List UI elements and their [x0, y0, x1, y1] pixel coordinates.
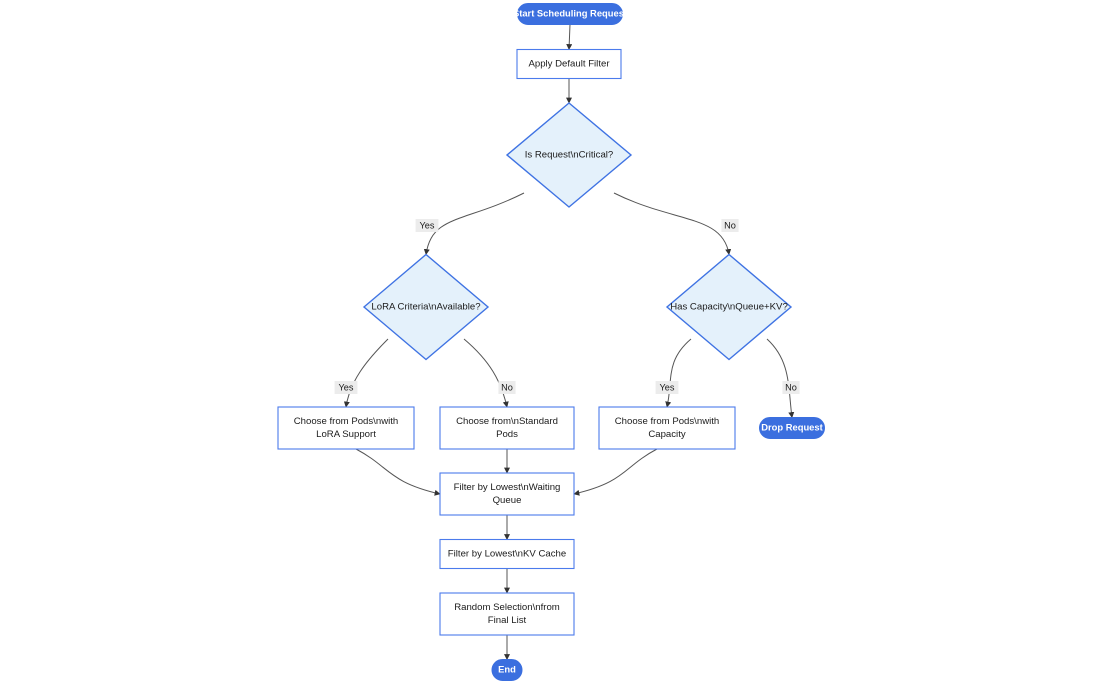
node-label-end: End	[498, 663, 516, 674]
edge-label-text: No	[724, 220, 736, 230]
node-lora_criteria_available[interactable]: LoRA Criteria\nAvailable?	[362, 253, 490, 361]
edge-label-e8: No	[782, 381, 800, 394]
edge-label-bg	[498, 381, 516, 394]
node-label-choose_standard_pods: Pods	[496, 429, 518, 440]
node-start[interactable]: Start Scheduling Request	[513, 3, 627, 25]
node-shape-rect	[516, 48, 622, 80]
node-label-filter_kv_cache: Filter by Lowest\nKV Cache	[448, 549, 566, 560]
edge-lora_criteria_available-to-choose_lora_pods	[343, 338, 389, 408]
node-filter_kv_cache[interactable]: Filter by Lowest\nKV Cache	[439, 538, 575, 570]
node-shape-rect	[439, 538, 575, 570]
node-shape-pill	[491, 659, 523, 681]
node-label-start: Start Scheduling Request	[513, 7, 627, 18]
edge-label-text: Yes	[339, 382, 354, 392]
edges-layer	[343, 24, 795, 661]
node-shape-rect	[439, 472, 575, 516]
node-label-drop_request: Drop Request	[761, 421, 822, 432]
node-label-lora_criteria_available: LoRA Criteria\nAvailable?	[371, 302, 480, 313]
edge-has_capacity-to-choose_capacity_pods	[665, 338, 692, 408]
node-drop_request[interactable]: Drop Request	[759, 417, 825, 439]
edge-label-bg	[655, 381, 679, 394]
node-label-choose_capacity_pods: Choose from Pods\nwith	[615, 416, 720, 427]
edge-choose_capacity_pods-to-filter_waiting_queue	[573, 448, 658, 496]
node-label-apply_default_filter: Apply Default Filter	[528, 59, 610, 70]
edge-label-e4: No	[721, 219, 739, 232]
node-shape-rect	[439, 406, 575, 450]
node-label-choose_capacity_pods: Capacity	[648, 429, 686, 440]
edge-label-bg	[334, 381, 358, 394]
edge-start-to-apply_default_filter	[566, 24, 573, 51]
node-shape-diamond	[505, 102, 633, 208]
node-shape-rect	[439, 592, 575, 636]
edge-label-e5: Yes	[334, 381, 358, 394]
node-shape-pill	[517, 3, 623, 25]
node-shape-diamond	[665, 253, 793, 361]
node-shape-rect	[598, 406, 736, 450]
node-label-choose_standard_pods: Choose from\nStandard	[456, 416, 558, 427]
node-end[interactable]: End	[491, 659, 523, 681]
edge-label-bg	[721, 219, 739, 232]
edge-label-e6: No	[498, 381, 516, 394]
node-label-filter_waiting_queue: Filter by Lowest\nWaiting	[454, 482, 561, 493]
node-is_request_critical[interactable]: Is Request\nCritical?	[505, 102, 633, 208]
edge-label-text: Yes	[420, 220, 435, 230]
edge-label-e7: Yes	[655, 381, 679, 394]
edge-label-text: No	[785, 382, 797, 392]
node-label-filter_waiting_queue: Queue	[493, 495, 522, 506]
node-has_capacity[interactable]: Has Capacity\nQueue+KV?	[665, 253, 793, 361]
edge-choose_lora_pods-to-filter_waiting_queue	[355, 448, 441, 496]
edge-has_capacity-to-drop_request	[766, 338, 795, 419]
node-apply_default_filter[interactable]: Apply Default Filter	[516, 48, 622, 80]
node-label-is_request_critical: Is Request\nCritical?	[525, 150, 614, 161]
edge-lora_criteria_available-to-choose_standard_pods	[463, 338, 509, 408]
node-shape-diamond	[362, 253, 490, 361]
node-label-choose_lora_pods: LoRA Support	[316, 429, 376, 440]
node-shape-pill	[759, 417, 825, 439]
edge-is_request_critical-to-lora_criteria_available	[423, 192, 525, 256]
edge-label-bg	[415, 219, 439, 232]
edge-is_request_critical-to-has_capacity	[613, 192, 732, 256]
node-shape-rect	[277, 406, 415, 450]
edge-label-text: Yes	[660, 382, 675, 392]
edge-label-bg	[782, 381, 800, 394]
edge-label-text: No	[501, 382, 513, 392]
edge-label-e3: Yes	[415, 219, 439, 232]
node-label-random_selection: Random Selection\nfrom	[454, 602, 560, 613]
node-label-has_capacity: Has Capacity\nQueue+KV?	[670, 302, 788, 313]
node-label-choose_lora_pods: Choose from Pods\nwith	[294, 416, 399, 427]
node-label-random_selection: Final List	[488, 615, 527, 626]
